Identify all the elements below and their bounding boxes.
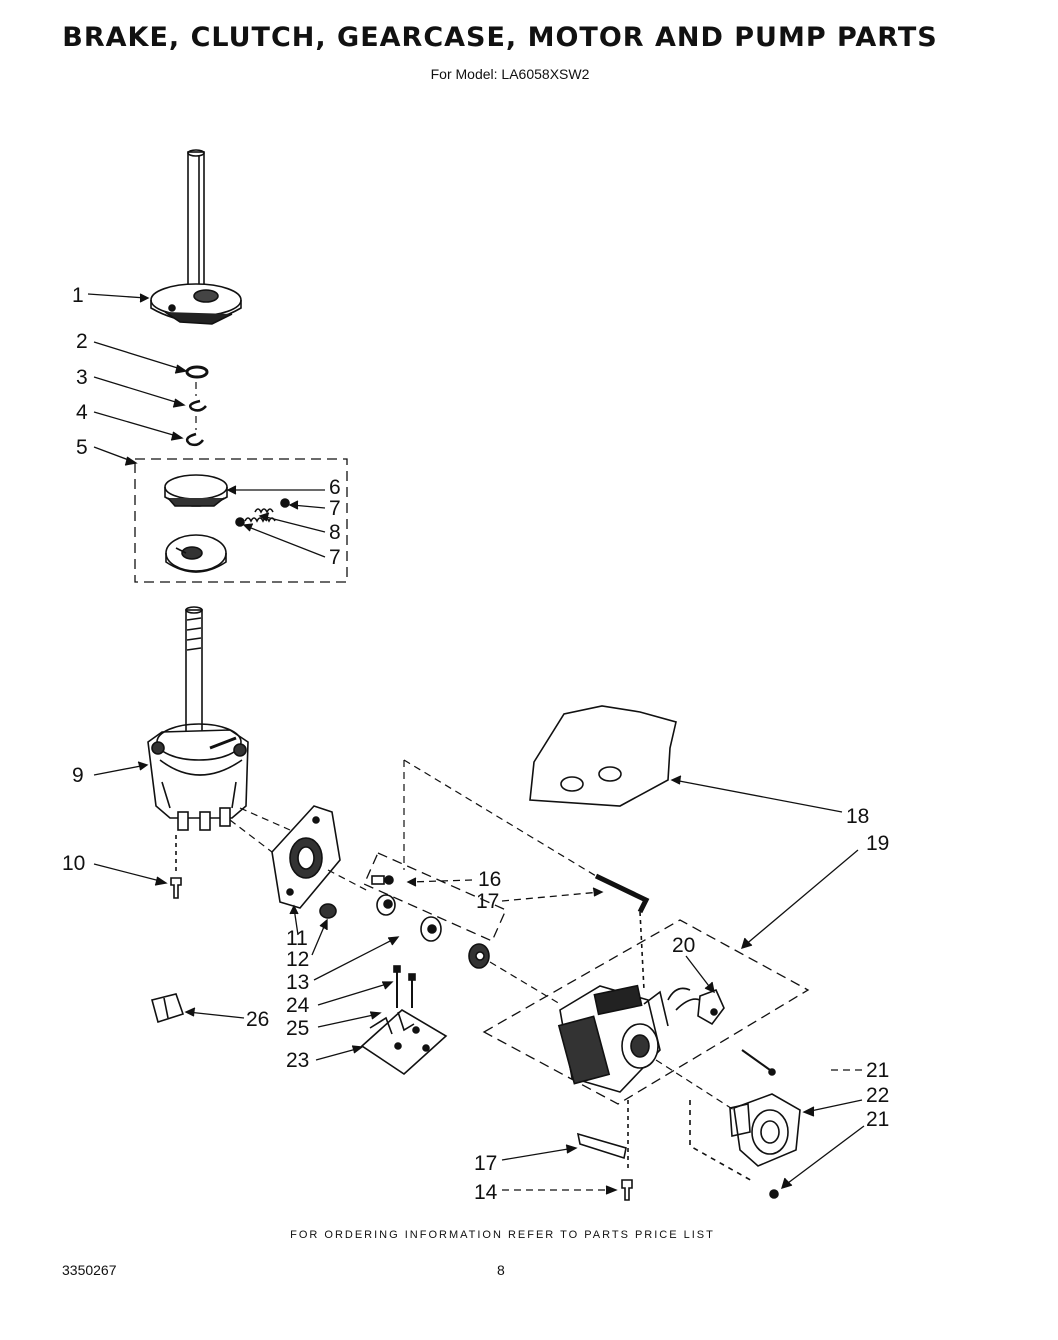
part-coupling-hub bbox=[376, 894, 396, 916]
part-motor-bolt bbox=[621, 1179, 633, 1201]
callout-19: 19 bbox=[866, 832, 889, 855]
part-hose-clamp bbox=[576, 1132, 627, 1160]
part-motor bbox=[557, 984, 669, 1093]
callout-17-upper: 17 bbox=[476, 890, 499, 913]
callout-25: 25 bbox=[286, 1017, 309, 1040]
part-rubber-block bbox=[151, 993, 185, 1024]
callout-11: 11 bbox=[286, 927, 308, 950]
page-number: 8 bbox=[497, 1262, 505, 1278]
callout-9: 9 bbox=[72, 764, 84, 787]
clutch-assembly-outline bbox=[134, 458, 348, 583]
part-washer bbox=[185, 365, 209, 379]
callout-3: 3 bbox=[76, 366, 88, 389]
part-pump bbox=[729, 1093, 801, 1167]
part-clutch-drum bbox=[165, 534, 227, 573]
callout-5: 5 bbox=[76, 436, 88, 459]
callout-12: 12 bbox=[286, 948, 309, 971]
part-knob bbox=[319, 903, 337, 919]
part-motor-shield bbox=[529, 705, 677, 807]
part-retaining-ring bbox=[189, 399, 207, 412]
part-bracket-screw bbox=[393, 965, 416, 1008]
part-coupling-pin bbox=[371, 875, 394, 885]
part-mounting-plate bbox=[271, 805, 341, 909]
part-brake-cam bbox=[150, 283, 242, 325]
callout-7-lower: 7 bbox=[329, 546, 341, 569]
part-e-ring bbox=[185, 432, 205, 447]
part-pump-screw bbox=[741, 1049, 776, 1076]
part-gearcase-bolt bbox=[170, 877, 182, 899]
part-spring-assembly bbox=[235, 498, 290, 527]
callout-4: 4 bbox=[76, 401, 88, 424]
callout-20: 20 bbox=[672, 934, 695, 957]
callout-8: 8 bbox=[329, 521, 341, 544]
callout-23: 23 bbox=[286, 1049, 309, 1072]
model-subtitle: For Model: LA6058XSW2 bbox=[430, 66, 590, 82]
part-pump-clip bbox=[769, 1189, 779, 1199]
callout-2: 2 bbox=[76, 330, 88, 353]
part-coupling-disc bbox=[420, 916, 442, 942]
callout-10: 10 bbox=[62, 852, 85, 875]
callout-17-lower: 17 bbox=[474, 1152, 497, 1175]
callout-1: 1 bbox=[72, 284, 84, 307]
part-gearcase bbox=[147, 606, 249, 831]
part-motor-switch bbox=[667, 987, 725, 1026]
part-drain-hose bbox=[594, 873, 650, 991]
document-number: 3350267 bbox=[62, 1262, 117, 1278]
callout-16: 16 bbox=[478, 868, 501, 891]
part-pump-bracket bbox=[360, 1009, 448, 1076]
callout-14: 14 bbox=[474, 1181, 498, 1204]
callout-21-upper: 21 bbox=[866, 1059, 889, 1082]
leader-lines bbox=[87, 293, 865, 1195]
callout-26: 26 bbox=[246, 1008, 269, 1031]
ordering-note: FOR ORDERING INFORMATION REFER TO PARTS … bbox=[290, 1229, 715, 1241]
callout-13: 13 bbox=[286, 971, 309, 994]
callout-6: 6 bbox=[329, 476, 341, 499]
callout-labels: 1 2 3 4 5 6 7 8 7 9 10 11 12 13 16 17 18… bbox=[62, 284, 889, 1204]
part-clutch-band bbox=[164, 474, 228, 507]
callout-18: 18 bbox=[846, 805, 869, 828]
callout-24: 24 bbox=[286, 994, 310, 1017]
callout-7-upper: 7 bbox=[329, 497, 341, 520]
page-title: BRAKE, CLUTCH, GEARCASE, MOTOR AND PUMP … bbox=[62, 22, 938, 53]
part-brake-shaft bbox=[187, 149, 205, 293]
callout-22: 22 bbox=[866, 1084, 889, 1107]
callout-21-lower: 21 bbox=[866, 1108, 889, 1131]
part-coupling-cap bbox=[468, 943, 490, 969]
